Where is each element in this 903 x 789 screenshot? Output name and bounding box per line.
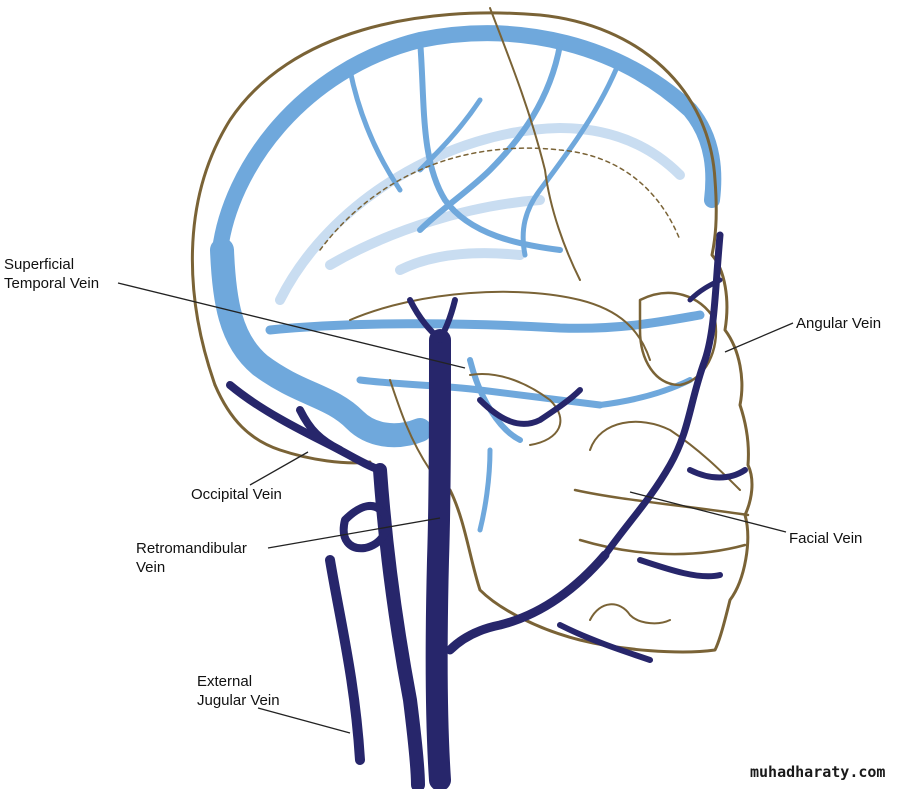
label-retromandibular-vein: Retromandibular Vein [136,539,247,577]
leader-facial [629,491,787,533]
label-line: Jugular Vein [197,692,280,709]
leader-lines [117,282,794,734]
label-line: Vein [136,559,166,576]
label-line: Facial Vein [789,530,863,547]
label-external-jugular-vein: External Jugular Vein [197,672,280,710]
label-line: Retromandibular [136,540,247,557]
label-line: External [197,673,253,690]
label-facial-vein: Facial Vein [789,529,862,548]
label-occipital-vein: Occipital Vein [191,485,282,504]
label-line: Occipital Vein [191,486,282,503]
watermark: muhadharaty.com [750,763,886,781]
pale-cerebral-veins [275,122,685,305]
jugular-vein-network [226,231,748,789]
leader-angular [724,322,794,353]
label-line: Superficial [4,256,75,273]
leader-external-jugular [257,707,351,734]
label-angular-vein: Angular Vein [796,314,881,333]
leader-superficial-temporal [117,282,466,369]
label-superficial-temporal-vein: Superficial Temporal Vein [4,255,99,293]
leader-retromandibular [267,517,441,549]
leader-occipital [249,451,309,486]
label-line: Angular Vein [796,315,882,332]
label-line: Temporal Vein [4,275,100,292]
